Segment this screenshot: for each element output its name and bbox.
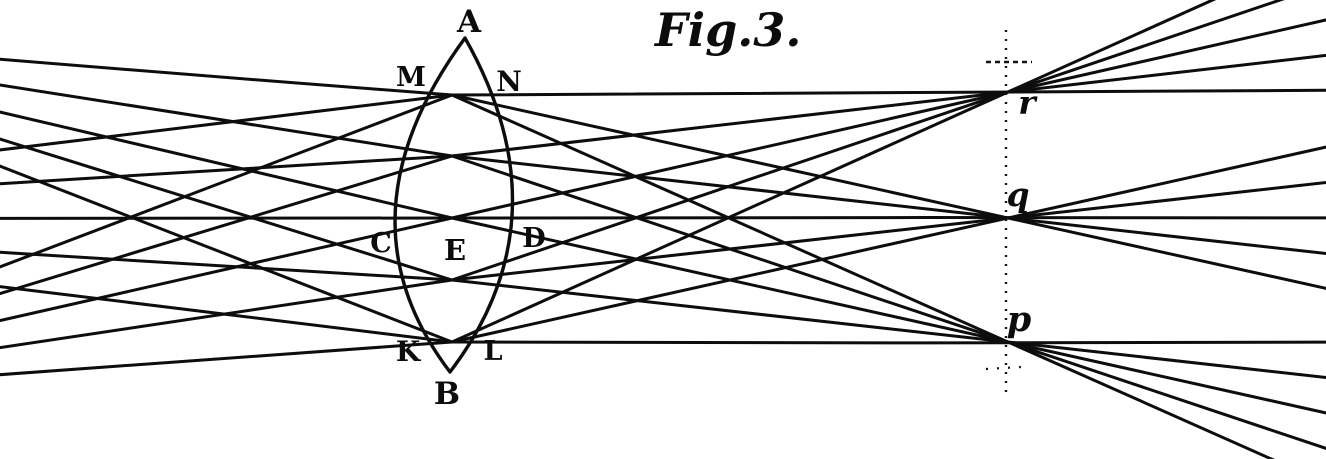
focal-plane-cross-tick-2 — [985, 365, 1023, 371]
point-label-M: M — [396, 62, 426, 93]
incident-ray-q-4 — [0, 250, 454, 282]
lens-outline — [393, 36, 515, 374]
point-label-N: N — [496, 65, 522, 98]
point-label-C: C — [370, 228, 392, 259]
point-label-q: q — [1006, 175, 1029, 214]
refracted-ray-p-5 — [450, 340, 1326, 345]
point-label-E: E — [444, 233, 466, 267]
figure-title: Fig.3. — [653, 3, 801, 57]
refracted-ray-q-4 — [450, 181, 1326, 282]
incident-ray-p-4 — [0, 137, 454, 282]
incident-ray-p-1 — [0, 57, 454, 97]
point-label-r: r — [1018, 83, 1038, 122]
refracted-ray-p-2 — [450, 154, 1326, 450]
incident-ray-q-5 — [0, 285, 454, 344]
point-label-L: L — [484, 336, 503, 367]
incident-ray-r-4 — [0, 278, 454, 351]
refracted-ray-q-2 — [450, 154, 1326, 256]
point-label-A: A — [456, 4, 482, 40]
point-label-p: p — [1007, 299, 1032, 340]
point-label-B: B — [434, 376, 460, 412]
refracted-ray-r-1 — [450, 88, 1326, 97]
refracted-ray-r-2 — [450, 53, 1326, 158]
refracted-ray-p-4 — [450, 278, 1326, 379]
point-label-K: K — [396, 335, 422, 368]
focal-plane-dotted-line-group — [985, 30, 1032, 395]
incident-ray-q-2 — [0, 154, 454, 185]
refracted-ray-q-5 — [450, 145, 1326, 344]
incident-ray-p-5 — [0, 164, 454, 344]
point-label-D: D — [522, 223, 545, 254]
refracted-ray-r-4 — [450, 0, 1285, 282]
refracted-ray-p-3 — [450, 216, 1326, 415]
incident-ray-q-1 — [0, 93, 454, 152]
incident-ray-p-3 — [0, 109, 454, 220]
refracted-ray-r-3 — [450, 18, 1326, 220]
refracted-ray-p-1 — [450, 93, 1276, 459]
refracted-ray-q-1 — [450, 93, 1326, 290]
incident-ray-r-5 — [0, 340, 454, 377]
refracted-ray-r-5 — [450, 0, 1216, 344]
incident-ray-p-2 — [0, 83, 454, 158]
labels-group: AM N C E D K LBr q p — [370, 4, 1038, 412]
